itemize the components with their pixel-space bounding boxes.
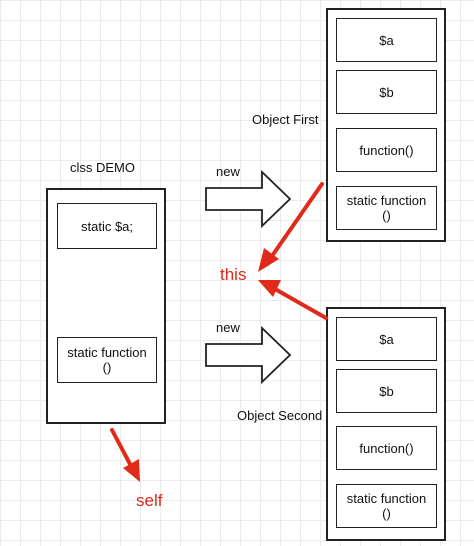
object-first-box: $a $b function() static function ()	[326, 8, 446, 242]
new-arrow-top	[205, 169, 292, 229]
object-second-member-static-function: static function ()	[336, 484, 437, 528]
this-pointer-second	[273, 287, 328, 320]
self-pointer-head	[123, 459, 140, 482]
self-label: self	[136, 491, 163, 510]
object-first-member-static-function: static function ()	[336, 186, 437, 230]
static-var-cell: static $a;	[57, 203, 157, 249]
object-second-box: $a $b function() static function ()	[326, 307, 446, 541]
object-second-member-b: $b	[336, 369, 437, 413]
this-pointer-second-head	[258, 280, 281, 297]
object-first-member-a: $a	[336, 18, 437, 62]
this-pointer-first	[270, 182, 324, 258]
class-demo-box: static $a; static function ()	[46, 188, 166, 424]
new-label-bottom: new	[216, 320, 240, 335]
object-first-member-function: function()	[336, 128, 437, 172]
new-label-top: new	[216, 164, 240, 179]
object-second-member-function: function()	[336, 426, 437, 470]
this-label: this	[220, 265, 247, 284]
new-arrow-bottom	[205, 325, 292, 385]
static-function-cell: static function ()	[57, 337, 157, 383]
object-first-label: Object First	[252, 112, 319, 127]
object-second-label: Object Second	[237, 408, 323, 423]
this-pointer-first-head	[258, 248, 279, 272]
class-label: clss DEMO	[70, 160, 135, 175]
self-pointer	[110, 428, 132, 466]
object-first-member-b: $b	[336, 70, 437, 114]
object-second-member-a: $a	[336, 317, 437, 361]
